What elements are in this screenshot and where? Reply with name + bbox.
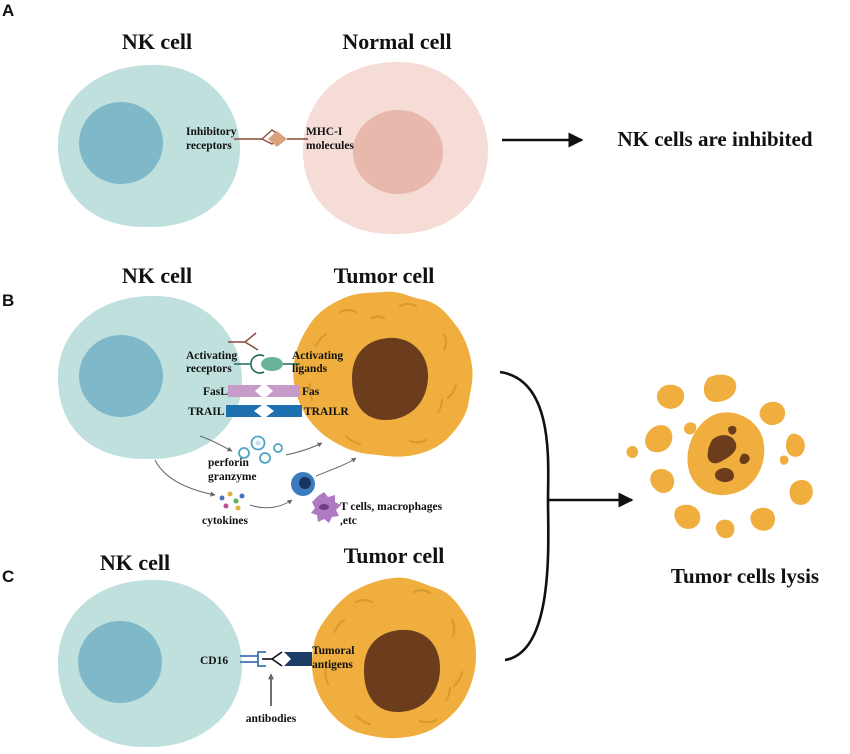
fasl-label: FasL: [203, 386, 228, 398]
panel-b-nk-title: NK cell: [122, 263, 192, 288]
tumoral-antigens-label: Tumoral antigens: [312, 645, 357, 671]
nk-inhibited-label: NK cells are inhibited: [617, 127, 812, 151]
panel-c-nk-title: NK cell: [100, 550, 170, 575]
cytokines-label: cytokines: [202, 515, 249, 527]
panel-c-tumor-title: Tumor cell: [344, 543, 445, 568]
trail-trailr-bar: [226, 405, 302, 417]
arrow-immune-to-tumor: [315, 457, 357, 477]
activating-receptor-y-icon: [228, 332, 259, 351]
tumor-texture-c: [324, 589, 464, 726]
tumor-nucleus-b: [352, 337, 428, 420]
perforin-granzyme-label: perforin granzyme: [208, 457, 257, 483]
normal-nucleus-a: [353, 110, 443, 194]
nk-nucleus-b: [79, 335, 163, 417]
panel-b-letter: B: [2, 291, 14, 310]
immune-cells-label: T cells, macrophages ,etc: [340, 501, 445, 527]
fasl-fas-bar: [228, 385, 300, 397]
panel-c: C NK cell Tumor cell CD16 Tumoral antige…: [2, 543, 476, 748]
nk-nucleus-c: [78, 621, 162, 703]
activating-ligands-label: Activating ligands: [292, 350, 346, 375]
inhibitory-receptors-label: Inhibitory receptors: [186, 126, 239, 152]
converging-bracket: [499, 370, 550, 662]
antibody-icon: [262, 651, 283, 667]
activating-receptors-label: Activating receptors: [186, 350, 240, 375]
cd16-label: CD16: [200, 655, 228, 667]
panel-c-letter: C: [2, 567, 14, 586]
trail-label: TRAIL: [188, 406, 225, 418]
lysis-outcome: Tumor cells lysis: [499, 370, 819, 662]
mhc-molecule-icon: [268, 131, 287, 147]
t-cell-icon: [291, 472, 315, 496]
arrow-granules-to-tumor: [285, 442, 323, 456]
lysed-tumor-fragments-icon: [626, 374, 813, 539]
nk-nucleus-a: [79, 102, 163, 184]
trailr-label: TRAILR: [304, 406, 349, 418]
activating-receptor-ligand-icon: [234, 354, 300, 374]
tumor-cells-lysis-label: Tumor cells lysis: [671, 564, 819, 588]
arrow-perforin: [199, 435, 233, 452]
cd16-receptor-icon: [240, 651, 266, 667]
panel-b-tumor-title: Tumor cell: [334, 263, 435, 288]
panel-b: B NK cell Tumor cell: [2, 263, 473, 527]
fas-label: Fas: [302, 386, 320, 398]
panel-a-normal-title: Normal cell: [342, 29, 451, 54]
panel-a-nk-title: NK cell: [122, 29, 192, 54]
mhc-molecules-label: MHC-I molecules: [306, 126, 354, 152]
macrophage-icon: [311, 492, 341, 523]
tumoral-antigen-icon: [284, 652, 312, 666]
panel-a: A NK cell Normal cell Inhibitory recepto…: [2, 1, 813, 235]
panel-a-letter: A: [2, 1, 14, 20]
antibodies-label: antibodies: [246, 713, 297, 725]
perforin-granules-icon: [238, 435, 283, 464]
cytokines-dots-icon: [219, 491, 245, 511]
tumor-nucleus-c: [364, 629, 440, 712]
tumor-texture-b: [308, 302, 458, 446]
arrow-cytokines: [154, 459, 216, 497]
lysed-nucleus-fragments: [707, 425, 750, 483]
arrow-cytokines-to-immune: [249, 499, 293, 509]
